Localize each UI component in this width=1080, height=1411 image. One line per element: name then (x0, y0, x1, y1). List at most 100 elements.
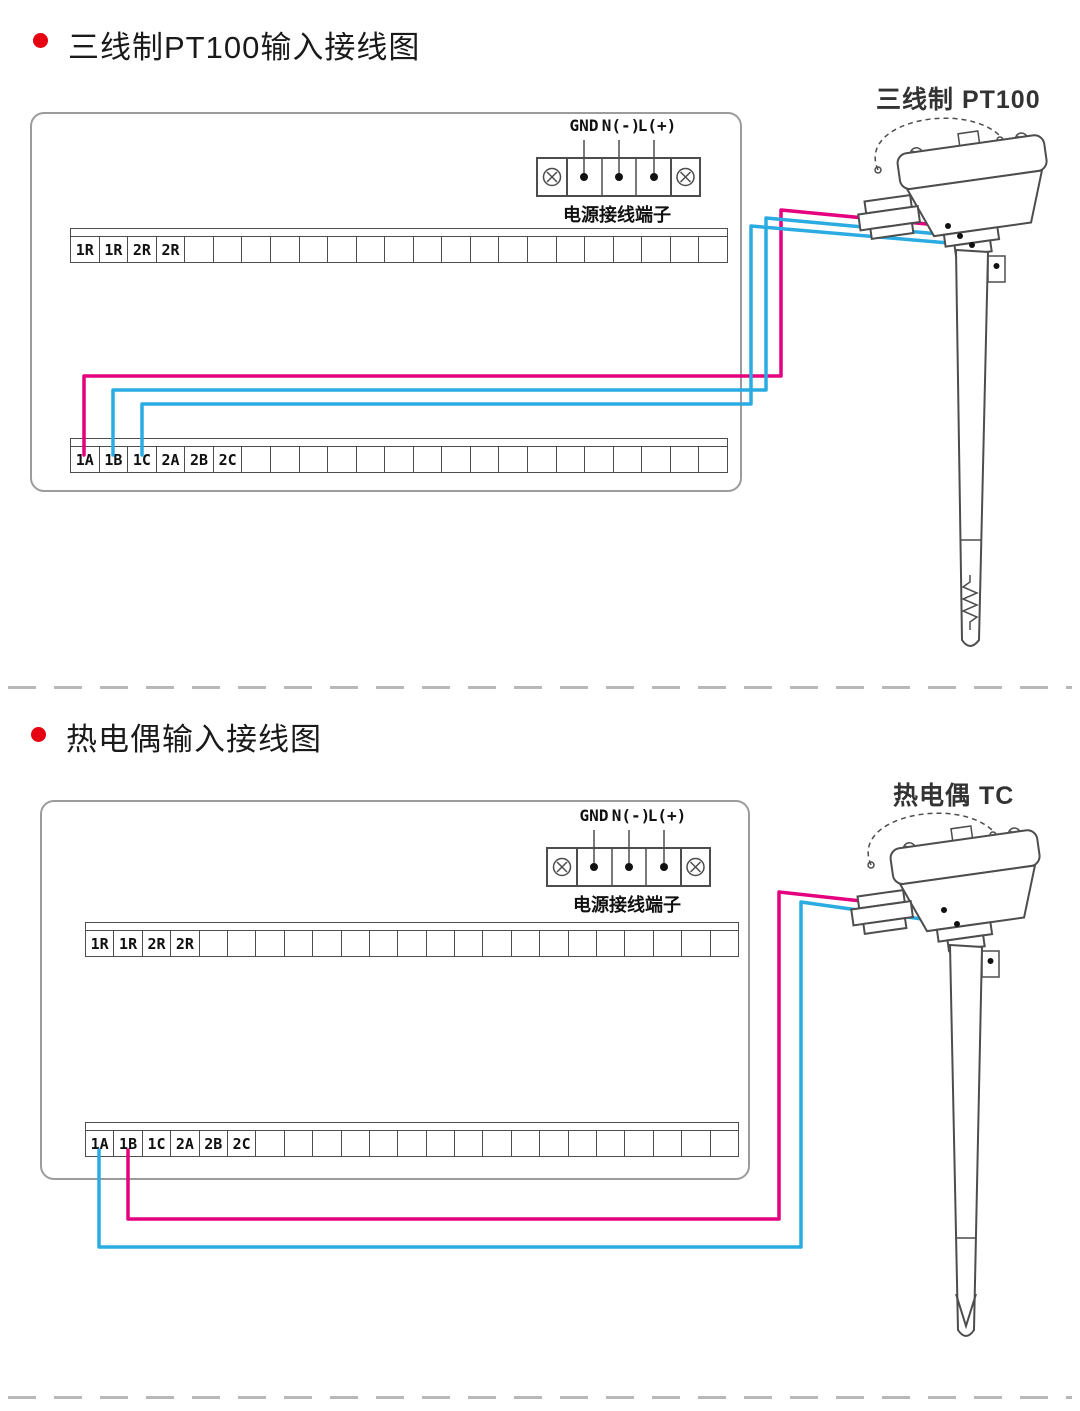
panel-outline-pt100 (30, 112, 742, 492)
strip-rail (71, 439, 727, 447)
terminal-cell: 2R (143, 931, 172, 956)
terminal-cell: 2C (228, 1131, 257, 1156)
sensor-type-label-pt100: 三线制 PT100 (876, 86, 1041, 114)
strip-rail (86, 1123, 738, 1131)
terminal-cell (242, 447, 271, 472)
section-title-pt100: 三线制PT100输入接线图 (68, 30, 421, 65)
terminal-cell (540, 931, 569, 956)
terminal-cell (528, 237, 557, 262)
rtd-element-symbol (961, 575, 979, 630)
cable-gland (856, 888, 906, 910)
terminal-cell (328, 447, 357, 472)
terminal-cell (300, 447, 329, 472)
pt100-sensor-illustration (857, 117, 1048, 647)
bullet-icon (31, 727, 46, 742)
terminal-cell (569, 1131, 598, 1156)
strip-rail (86, 923, 738, 931)
terminal-cell (471, 237, 500, 262)
terminal-cell (385, 237, 414, 262)
sensor-probe (948, 943, 984, 1337)
terminal-cell (185, 237, 214, 262)
terminal-cell (385, 447, 414, 472)
terminal-cell (483, 931, 512, 956)
power-label-n: N(-) (611, 806, 651, 825)
strip-rail (71, 229, 727, 237)
terminal-cell (414, 447, 443, 472)
sensor-head (857, 130, 1048, 258)
terminal-cell (528, 447, 557, 472)
terminal-cell (642, 237, 671, 262)
terminal-cell: 2A (157, 447, 186, 472)
terminal-cell (597, 931, 626, 956)
terminal-cell (711, 931, 738, 956)
power-label-gnd: GND (579, 806, 609, 825)
terminal-cell (370, 1131, 399, 1156)
wire-terminal-dot (941, 907, 947, 913)
terminal-cell: 2A (171, 1131, 200, 1156)
terminal-cell (357, 237, 386, 262)
terminal-cell (512, 931, 541, 956)
terminal-cell (455, 931, 484, 956)
terminal-cell: 1A (71, 447, 100, 472)
terminal-cell (597, 1131, 626, 1156)
terminal-cell (313, 1131, 342, 1156)
terminal-cell (242, 237, 271, 262)
terminal-cell: 1R (86, 931, 115, 956)
terminal-cell (214, 237, 243, 262)
terminal-cell (654, 1131, 683, 1156)
terminal-cell (398, 1131, 427, 1156)
terminal-cell (512, 1131, 541, 1156)
terminal-cell (427, 931, 456, 956)
terminal-cell (540, 1131, 569, 1156)
terminal-cell (585, 237, 614, 262)
sensor-neck (935, 921, 994, 943)
side-terminal-box (987, 255, 1006, 283)
terminal-cell (483, 1131, 512, 1156)
tc-junction-symbol (955, 1293, 977, 1330)
terminal-cell (342, 931, 370, 956)
terminal-cell (313, 931, 342, 956)
terminal-cell (398, 931, 427, 956)
terminal-cell (711, 1131, 738, 1156)
terminal-cell: 2R (128, 237, 157, 262)
power-label-n: N(-) (601, 116, 641, 135)
terminal-cell (625, 1131, 654, 1156)
terminal-cell: 2B (185, 447, 214, 472)
terminal-cell (699, 447, 727, 472)
cap-chain (867, 812, 996, 866)
terminal-cell (625, 931, 654, 956)
terminal-cell (614, 447, 643, 472)
terminal-cell (342, 1131, 370, 1156)
terminal-cell: 2R (171, 931, 200, 956)
wire-terminal-dot (954, 921, 960, 927)
terminal-cell (671, 237, 700, 262)
terminal-cell: 1B (100, 447, 129, 472)
terminal-cell (285, 1131, 314, 1156)
terminal-cell (499, 447, 528, 472)
side-terminal-box (981, 950, 1000, 978)
sensor-head (850, 825, 1041, 953)
power-terminal-caption: 电源接线端子 (573, 895, 681, 915)
cap-chain (874, 117, 1003, 171)
wire-terminal-dot (969, 242, 975, 248)
terminal-cell (300, 237, 329, 262)
wire-terminal-dot (945, 223, 951, 229)
terminal-cell (414, 237, 443, 262)
terminal-cell (427, 1131, 456, 1156)
terminal-cell (200, 931, 228, 956)
terminal-cell (370, 931, 399, 956)
terminal-cell (682, 1131, 711, 1156)
terminal-cell: 2B (200, 1131, 228, 1156)
terminal-cell (271, 237, 300, 262)
terminal-cell (682, 931, 711, 956)
terminal-cell: 2C (214, 447, 243, 472)
terminal-cell (442, 237, 471, 262)
terminal-cell (699, 237, 727, 262)
